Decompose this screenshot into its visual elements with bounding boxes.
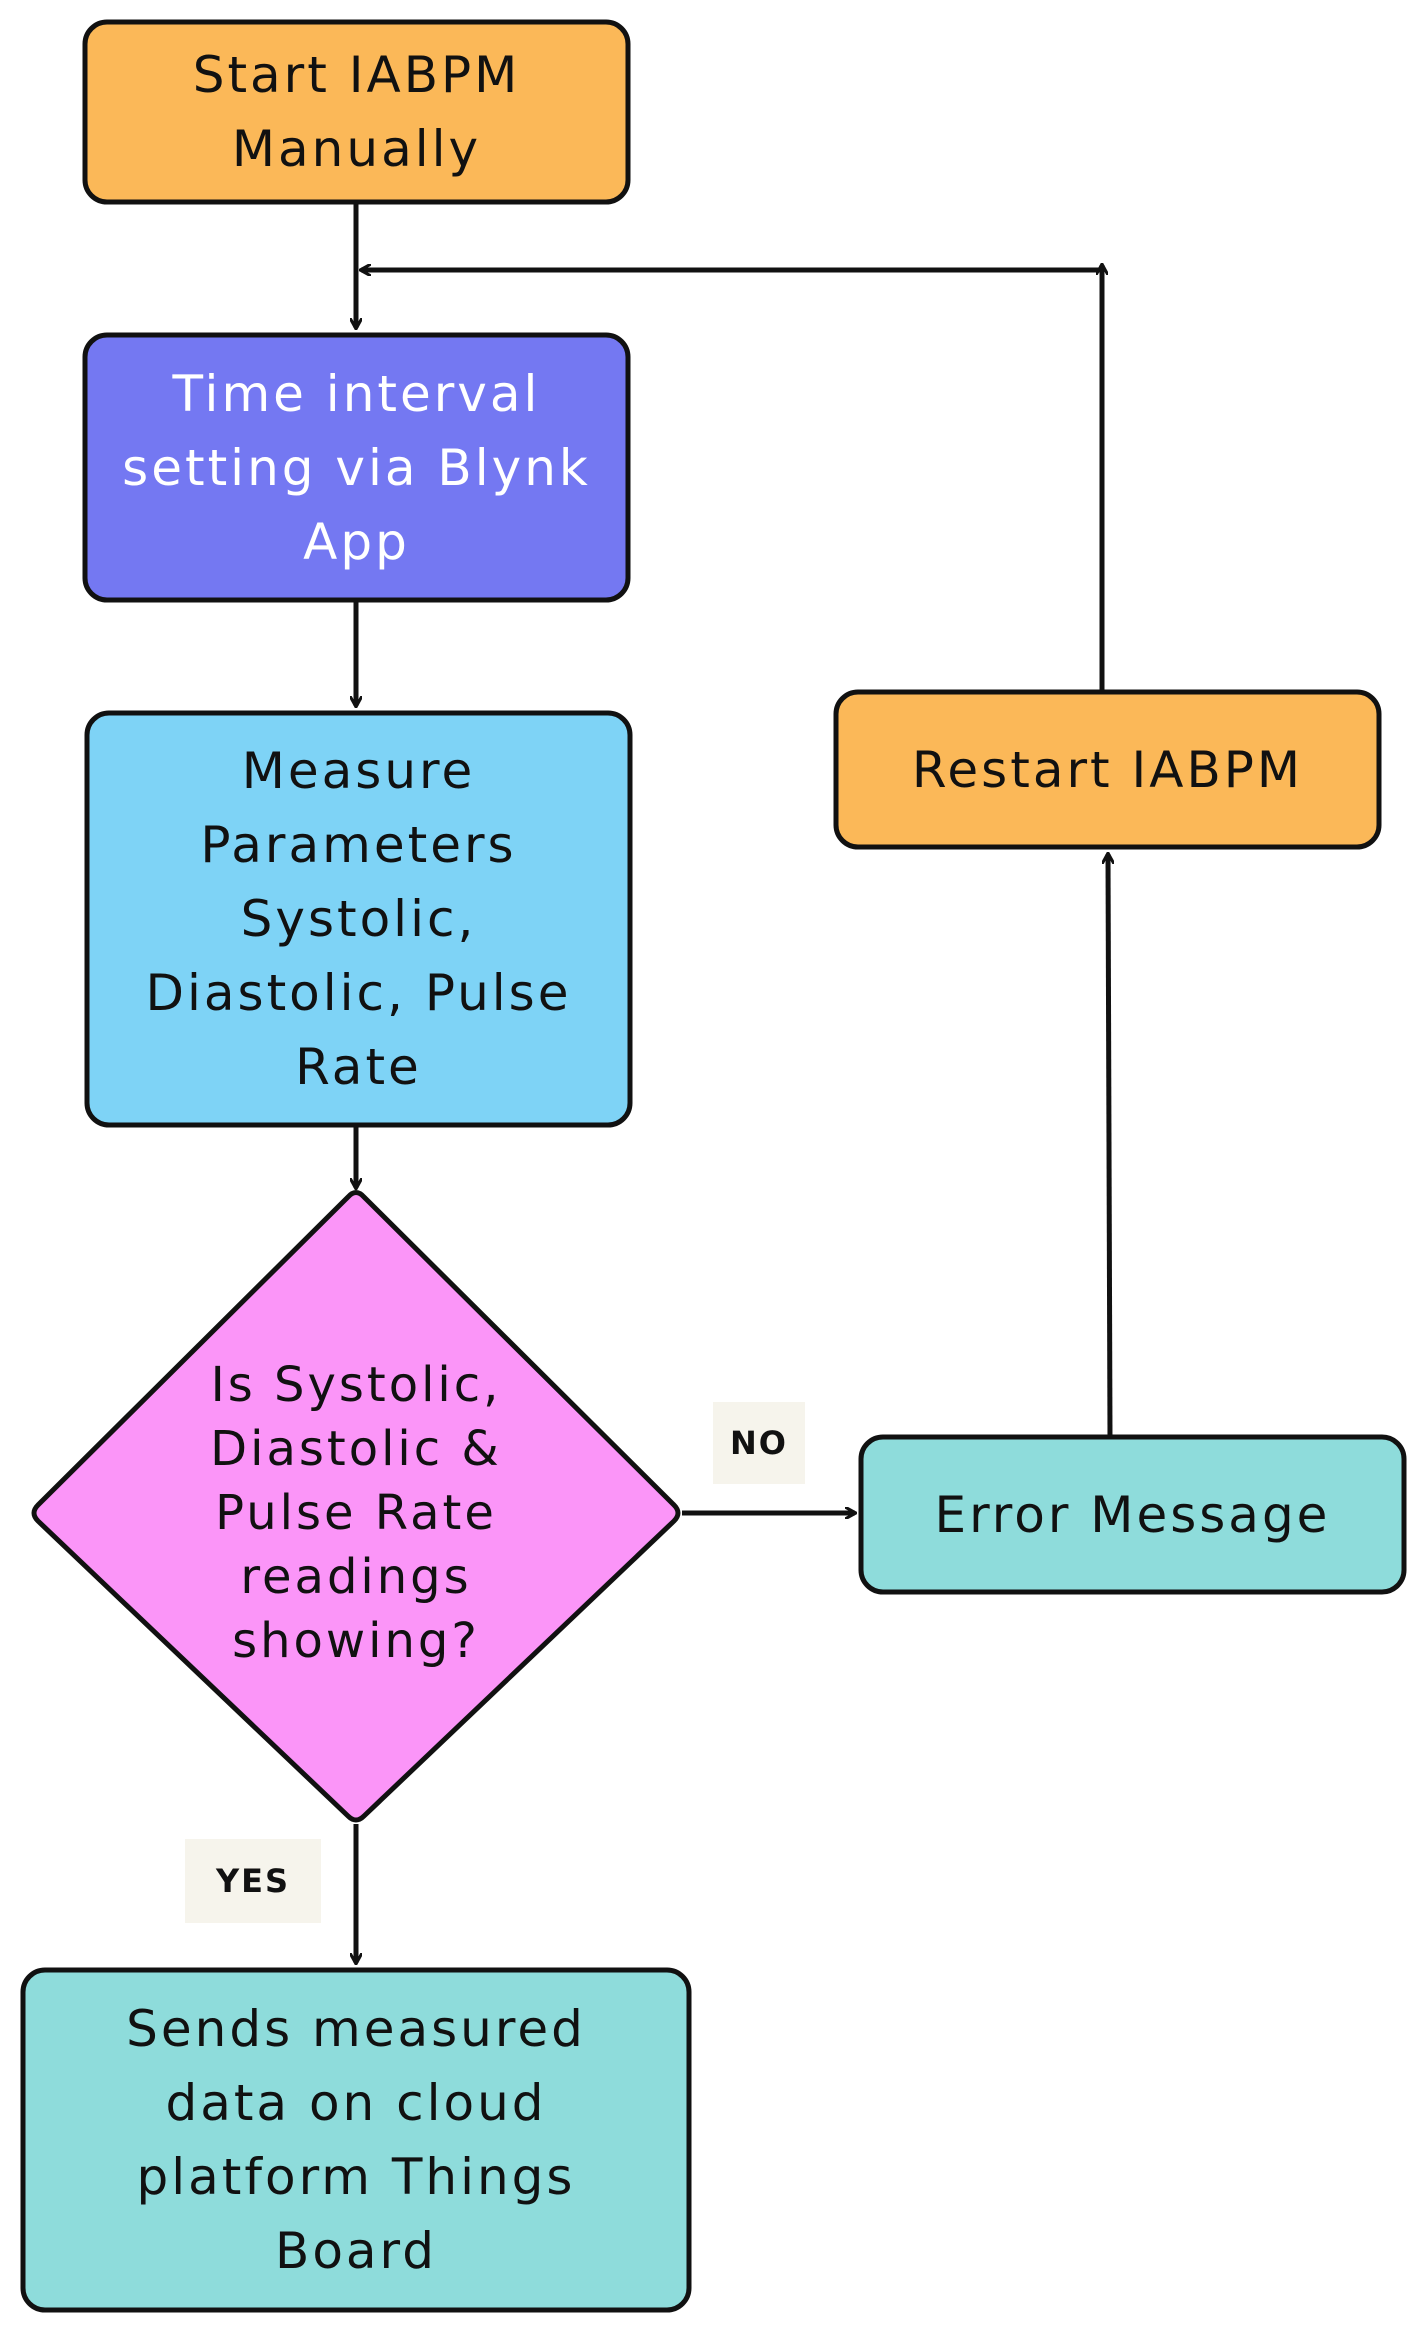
send-label: Sends measured data on cloud platform Th… (126, 2000, 586, 2280)
interval-label: Time interval setting via Blynk App (122, 364, 591, 571)
yes-edge-label: YES (185, 1839, 321, 1923)
measure-label: Measure Parameters Systolic, Diastolic, … (145, 742, 572, 1096)
decision-label: Is Systolic, Diastolic & Pulse Rate read… (210, 1357, 502, 1669)
decision-diamond (31, 1190, 681, 1823)
restart-label: Restart IABPM (911, 740, 1304, 799)
restart-box (833, 689, 1382, 850)
arrow-error-to-restart (1108, 854, 1110, 1438)
error-box (858, 1434, 1407, 1595)
error-label: Error Message (934, 1485, 1331, 1544)
no-edge-label: NO (713, 1402, 805, 1484)
send-box (20, 1967, 692, 2313)
start-label: Start IABPM Manually (192, 46, 521, 178)
